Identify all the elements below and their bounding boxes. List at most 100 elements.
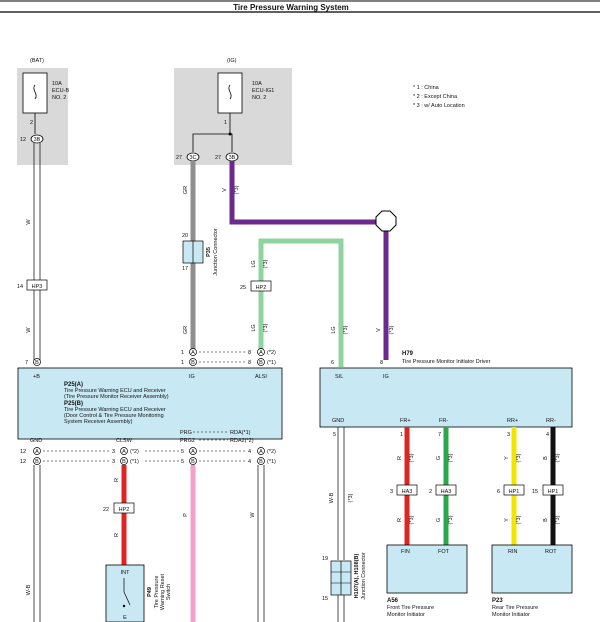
wire-color-label: Y bbox=[504, 456, 510, 460]
connector-pin: 27 bbox=[176, 155, 182, 161]
connector-label: B bbox=[191, 459, 195, 465]
connector-label: B bbox=[35, 459, 39, 465]
connector-pin: 3 bbox=[112, 449, 115, 455]
ecu-id: P25(A) bbox=[64, 382, 83, 388]
pin-label: CLSW bbox=[116, 438, 133, 444]
fuse-source-label: (IG) bbox=[227, 58, 237, 64]
fuse-icon bbox=[33, 84, 37, 100]
splice-point bbox=[375, 210, 397, 232]
fuse-rating: 10A bbox=[252, 81, 262, 87]
connector-pin: 5 bbox=[181, 459, 184, 465]
wire-color-label: LG bbox=[251, 260, 257, 267]
wire-color-label: W bbox=[250, 512, 256, 518]
wire-w-b-left: W-B bbox=[25, 465, 41, 622]
connector-label: B bbox=[259, 360, 263, 366]
ecu-name: System Receiver Assembly) bbox=[64, 419, 133, 425]
wire-w-mid: W bbox=[249, 465, 265, 622]
pin-label: RDA(*1) bbox=[230, 430, 251, 436]
component-id: P23 bbox=[492, 598, 503, 604]
wire-color-label: W bbox=[26, 327, 32, 333]
wire-note: (*3) bbox=[348, 493, 354, 502]
connector-pin: 15 bbox=[322, 596, 328, 602]
pin-label: FR- bbox=[439, 418, 448, 424]
diagram-title: Tire Pressure Warning System bbox=[233, 3, 349, 12]
fuse-rating: 10A bbox=[52, 81, 62, 87]
switch-name: Switch bbox=[166, 584, 172, 600]
wire-note: (*3) bbox=[555, 453, 561, 462]
connector-label: 3B bbox=[34, 137, 41, 143]
component-name: Front Tire Pressure bbox=[387, 605, 434, 611]
wire-note: (*3) bbox=[409, 453, 415, 462]
ecu-name: Tire Pressure Warning ECU and Receiver bbox=[64, 407, 166, 413]
pin-label: E bbox=[123, 615, 127, 621]
component-name: Rear Tire Pressure bbox=[492, 605, 538, 611]
wire-color-label: G bbox=[436, 518, 442, 522]
connector-pin: 2 bbox=[429, 489, 432, 495]
legend-item: * 1 : China bbox=[413, 85, 440, 91]
initiator-driver: H79 Tire Pressure Monitor Initiator Driv… bbox=[319, 351, 573, 438]
connector-id: P35 bbox=[206, 247, 212, 257]
pin-label: IG bbox=[383, 374, 389, 380]
connector-pin: 12 bbox=[20, 137, 26, 143]
pin-label: SIL bbox=[335, 374, 343, 380]
wire-color-label: GR bbox=[183, 326, 189, 334]
connector-id: H107(A), H108(B) bbox=[354, 554, 360, 599]
legend: * 1 : China * 2 : Except China * 3 : w/ … bbox=[413, 85, 465, 109]
pin-label: INT bbox=[121, 570, 131, 576]
switch-id: P49 bbox=[147, 587, 153, 597]
component-name: Tire Pressure Monitor Initiator Driver bbox=[402, 359, 491, 365]
wire-note: (*3) bbox=[409, 515, 415, 524]
connector-pin: 1 bbox=[181, 360, 184, 366]
fuse-box-ig: (IG) 10A ECU-IG1 NO. 2 1 3C 27 3B 27 bbox=[174, 58, 292, 165]
wire-color-label: G bbox=[436, 456, 442, 460]
component-id: A56 bbox=[387, 598, 399, 604]
switch-icon bbox=[123, 591, 131, 606]
wire-r-clsw: HP2 22 R R bbox=[103, 465, 135, 565]
pin-label: RIN bbox=[508, 549, 518, 555]
fuse-source-label: (BAT) bbox=[30, 58, 44, 64]
wire-note: (*3) bbox=[448, 515, 454, 524]
wire-r-front: R (*3) HA3 3 R (*3) bbox=[390, 427, 418, 545]
fuse-icon bbox=[228, 84, 232, 100]
wire-color-label: R bbox=[114, 533, 120, 537]
ecu-name: (Tire Pressure Monitor Receiver Assembly… bbox=[64, 394, 169, 400]
wire-p: P bbox=[183, 465, 196, 622]
switch-name: Tire Pressure bbox=[154, 576, 160, 609]
pin-label: FR+ bbox=[400, 418, 411, 424]
wire-w-b-initiator: W-B (*3) 19 15 H107(A), H108(B) Junction… bbox=[322, 427, 367, 622]
wire-gr: GR 20 17 P35 Junction Connector GR bbox=[182, 161, 219, 350]
connector-pin: 20 bbox=[182, 233, 188, 239]
connector-pin: 12 bbox=[20, 459, 26, 465]
wire-note: (*3) bbox=[389, 325, 395, 334]
wire-g-front: G (*3) HA3 2 G (*3) bbox=[429, 427, 457, 545]
connector-pin: 5 bbox=[333, 432, 336, 438]
connector-pin: 19 bbox=[322, 556, 328, 562]
fuse-box-bat: (BAT) 10A ECU-B NO. 2 2 3B 12 bbox=[17, 58, 69, 165]
fuse-name: ECU-IG1 bbox=[252, 88, 274, 94]
ecu-name: (Door Control & Tire Pressure Monitoring bbox=[64, 413, 164, 419]
connector-label: HP2 bbox=[256, 285, 267, 291]
wire-note: (*3) bbox=[343, 325, 349, 334]
pin-label: FOT bbox=[438, 549, 450, 555]
connector-label: B bbox=[35, 360, 39, 366]
connector-note: (*2) bbox=[130, 449, 139, 455]
connector-label: HA3 bbox=[441, 489, 452, 495]
reset-switch: INT E P49 Tire Pressure Warning Reset Sw… bbox=[105, 564, 172, 622]
wire-note: (*3) bbox=[516, 453, 522, 462]
connector-pin: 6 bbox=[497, 489, 500, 495]
ecu-bottom-pins: 12 A 12 B 3 A (*2) 3 B (*1) 5 A 5 B 4 A … bbox=[20, 447, 276, 465]
wire-w-left: W HP3 14 W B 7 bbox=[17, 143, 48, 366]
wire-note: (*3) bbox=[263, 259, 269, 268]
wire-color-label: B bbox=[543, 456, 549, 460]
connector-pin: 3 bbox=[112, 459, 115, 465]
switch-name: Warning Reset bbox=[160, 573, 166, 610]
pin-label: RDA2(*2) bbox=[230, 438, 254, 444]
connector-pin: 3 bbox=[507, 432, 510, 438]
wire-color-label: P bbox=[183, 513, 189, 517]
fuse-pin: 1 bbox=[224, 120, 227, 126]
pin-label: RR- bbox=[546, 418, 556, 424]
wire-note: (*3) bbox=[516, 515, 522, 524]
connector-label: 3C bbox=[189, 155, 196, 161]
wire-color-label: V bbox=[376, 328, 382, 332]
